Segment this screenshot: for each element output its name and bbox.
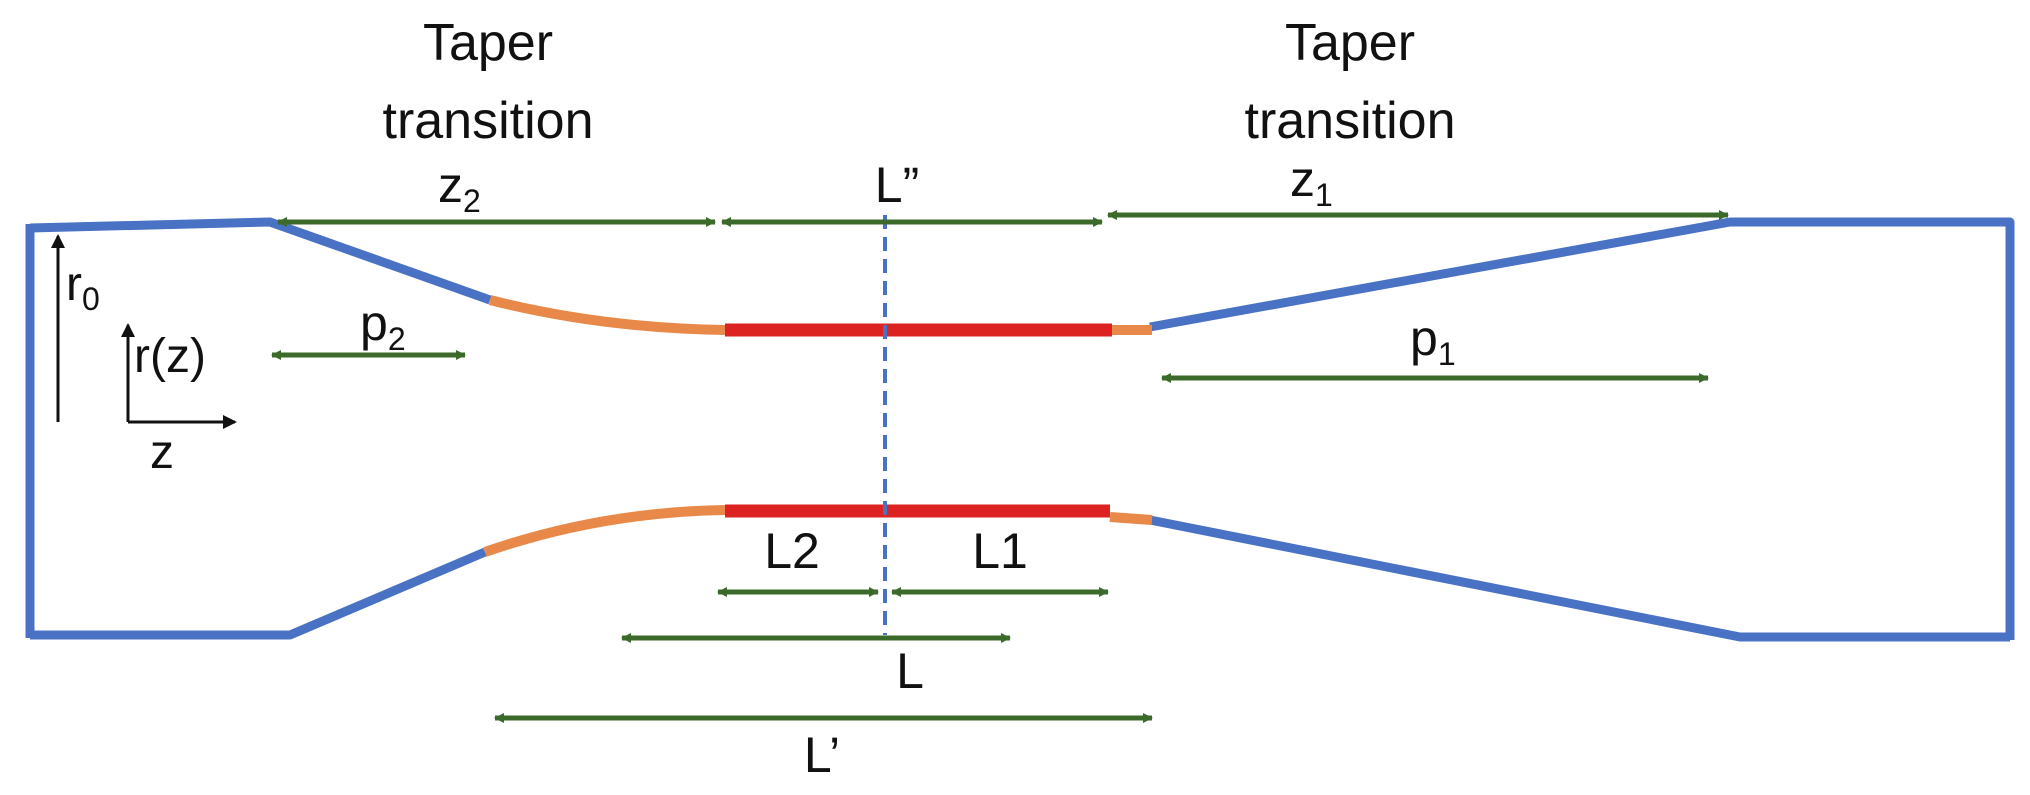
p2-main: p — [360, 295, 388, 351]
taper-right-line1: Taper — [1285, 14, 1415, 72]
transition-bottom-left — [483, 505, 726, 557]
z-axis-label: z — [150, 426, 174, 479]
rz-label: r(z) — [134, 330, 206, 383]
z1-label: z1 — [1290, 151, 1333, 213]
taper-left-line1: Taper — [423, 14, 553, 72]
p2-sub: 2 — [388, 321, 406, 357]
fiber-bottom-outline-left — [30, 547, 487, 640]
L2-label: L2 — [764, 523, 820, 579]
transition-top-left — [488, 295, 726, 335]
p2-label: p2 — [360, 295, 406, 357]
r0-main: r — [66, 258, 82, 311]
r0-sub: 0 — [82, 281, 100, 317]
fiber-top-outline-right — [1149, 217, 2015, 640]
L-double-prime-label: L” — [875, 157, 919, 213]
z1-main: z — [1290, 151, 1315, 207]
taper-right-line2: transition — [1245, 92, 1456, 150]
p1-sub: 1 — [1438, 336, 1456, 372]
p1-main: p — [1410, 310, 1438, 366]
z2-label: z2 — [438, 157, 481, 219]
L1-label: L1 — [972, 523, 1028, 579]
z1-sub: 1 — [1315, 177, 1333, 213]
z2-sub: 2 — [463, 183, 481, 219]
taper-left-line2: transition — [383, 92, 594, 150]
L-prime-label: L’ — [804, 727, 840, 783]
fiber-bottom-outline-right — [1149, 515, 2010, 642]
L-label: L — [896, 643, 924, 699]
z2-main: z — [438, 157, 463, 213]
transition-bottom-right — [1109, 512, 1153, 525]
p1-label: p1 — [1410, 310, 1456, 372]
r0-label: r0 — [66, 258, 100, 317]
